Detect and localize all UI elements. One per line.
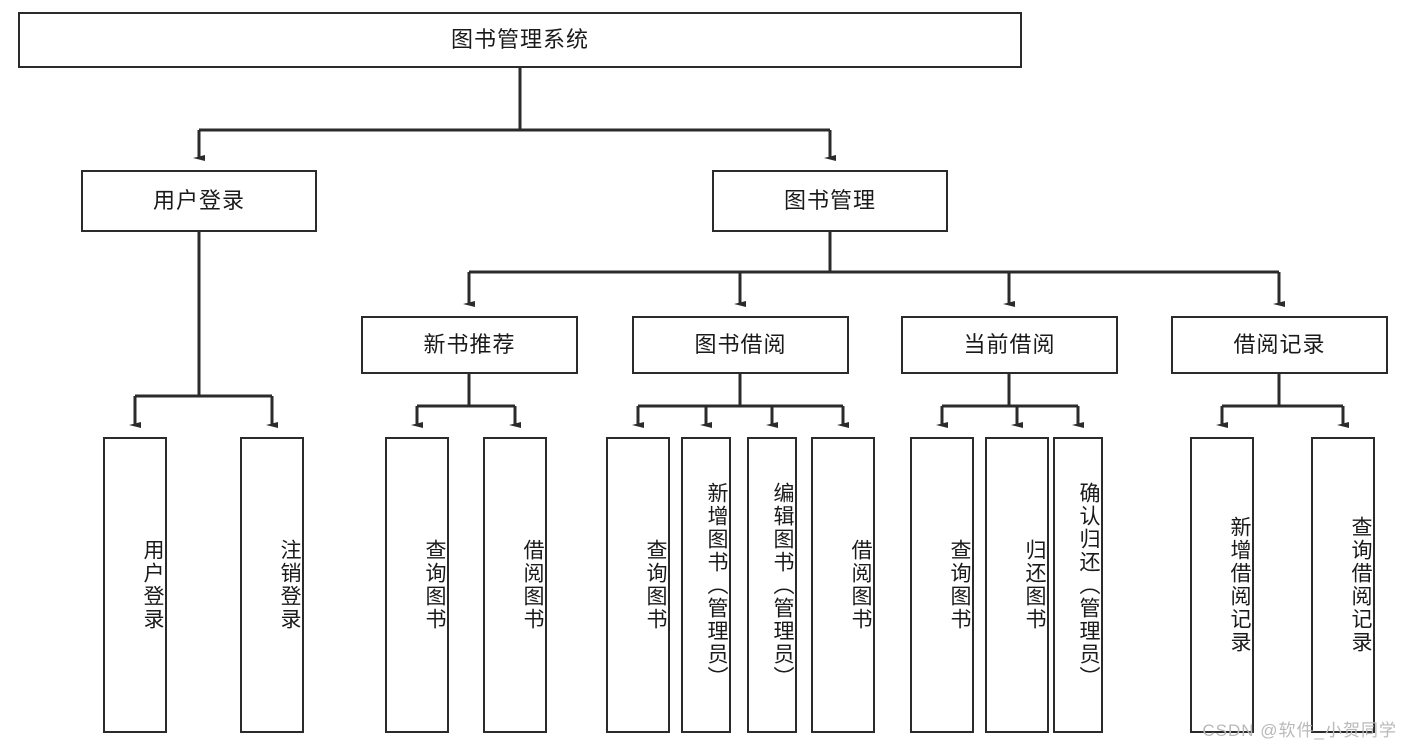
node-root-label: 图书管理系统 (450, 27, 589, 53)
node-leaf-return-book-label: 归还图书 (1023, 539, 1046, 631)
node-leaf-add-book-label: 新增图书（管理员） (705, 481, 728, 689)
node-leaf-add-record[interactable]: 新增借阅记录 (1190, 437, 1254, 733)
node-user-login-label: 用户登录 (152, 188, 245, 214)
node-book-manage[interactable]: 图书管理 (712, 170, 948, 232)
node-current-borrow-label: 当前借阅 (963, 332, 1056, 358)
node-leaf-edit-book-label: 编辑图书（管理员） (771, 481, 794, 689)
node-leaf-query-record-label: 查询借阅记录 (1349, 516, 1372, 654)
node-borrow-record[interactable]: 借阅记录 (1171, 316, 1388, 374)
node-leaf-confirm-return[interactable]: 确认归还（管理员） (1053, 437, 1103, 733)
node-leaf-user-login-label: 用户登录 (141, 539, 164, 631)
node-book-manage-label: 图书管理 (783, 188, 876, 214)
node-leaf-query-book-3-label: 查询图书 (948, 539, 971, 631)
node-new-book-rec-label: 新书推荐 (423, 332, 516, 358)
node-leaf-edit-book[interactable]: 编辑图书（管理员） (747, 437, 797, 733)
node-leaf-borrow-book-1[interactable]: 借阅图书 (483, 437, 547, 733)
node-current-borrow[interactable]: 当前借阅 (901, 316, 1118, 374)
node-new-book-rec[interactable]: 新书推荐 (361, 316, 578, 374)
node-leaf-query-book-1-label: 查询图书 (423, 539, 446, 631)
node-leaf-query-book-2[interactable]: 查询图书 (606, 437, 670, 733)
node-borrow-record-label: 借阅记录 (1233, 332, 1326, 358)
node-leaf-confirm-return-label: 确认归还（管理员） (1077, 481, 1100, 689)
node-leaf-user-login[interactable]: 用户登录 (103, 437, 167, 733)
node-leaf-query-record[interactable]: 查询借阅记录 (1311, 437, 1375, 733)
node-root[interactable]: 图书管理系统 (18, 12, 1022, 68)
node-user-login[interactable]: 用户登录 (81, 170, 317, 232)
node-leaf-borrow-book-2[interactable]: 借阅图书 (811, 437, 875, 733)
node-leaf-query-book-3[interactable]: 查询图书 (910, 437, 974, 733)
node-book-borrow[interactable]: 图书借阅 (632, 316, 849, 374)
node-leaf-user-logout-label: 注销登录 (278, 539, 301, 631)
node-book-borrow-label: 图书借阅 (694, 332, 787, 358)
node-leaf-query-book-2-label: 查询图书 (644, 539, 667, 631)
node-leaf-add-book[interactable]: 新增图书（管理员） (681, 437, 731, 733)
node-leaf-query-book-1[interactable]: 查询图书 (385, 437, 449, 733)
node-leaf-add-record-label: 新增借阅记录 (1228, 516, 1251, 654)
node-leaf-borrow-book-1-label: 借阅图书 (521, 539, 544, 631)
node-leaf-user-logout[interactable]: 注销登录 (240, 437, 304, 733)
node-leaf-return-book[interactable]: 归还图书 (985, 437, 1049, 733)
node-leaf-borrow-book-2-label: 借阅图书 (849, 539, 872, 631)
